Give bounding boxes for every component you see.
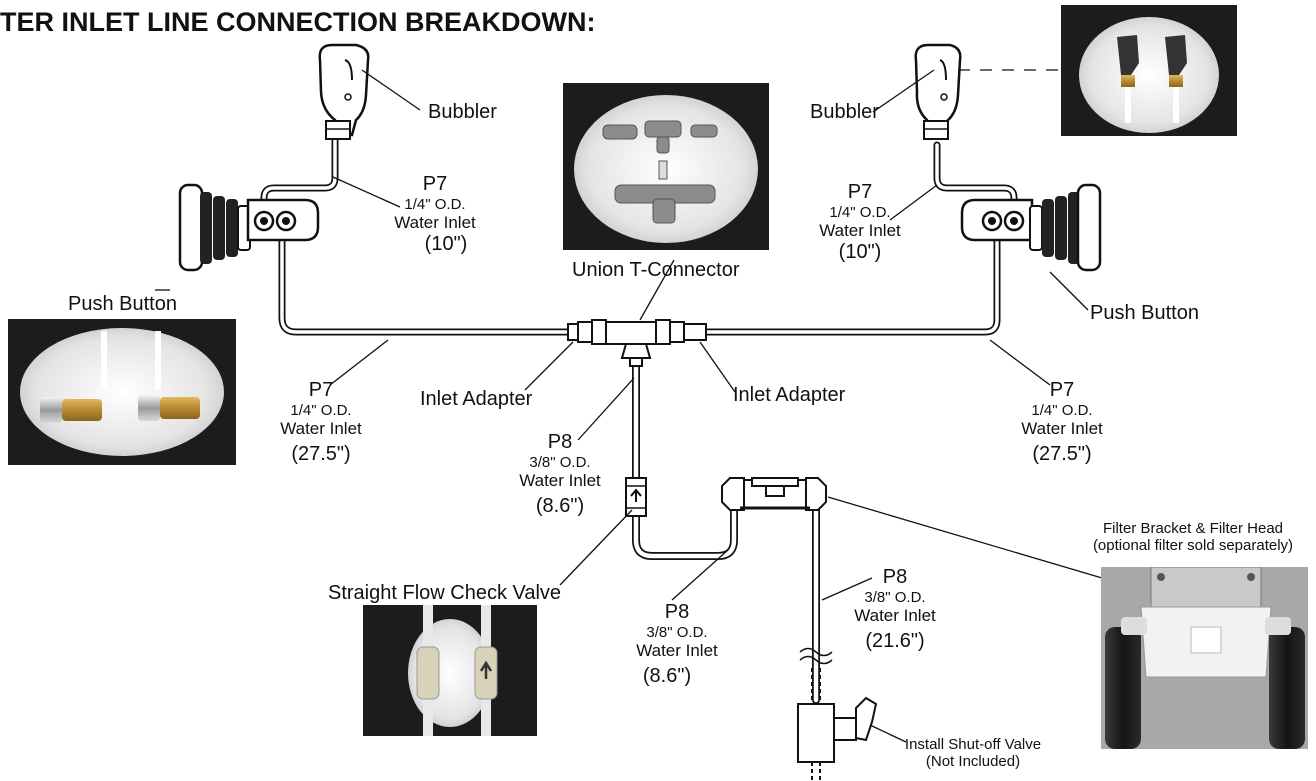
push-button-photo — [8, 319, 236, 465]
filter-bracket-label: Filter Bracket & Filter Head (optional f… — [1079, 520, 1307, 555]
page-title: TER INLET LINE CONNECTION BREAKDOWN: — [0, 7, 595, 38]
check-valve-photo — [363, 605, 537, 736]
pipe-label-p7-top-left: P7 1/4" O.D. Water Inlet (10") — [380, 173, 490, 256]
pipe-label-p8-right: P8 3/8" O.D. Water Inlet (21.6") — [840, 566, 950, 653]
bubbler-right-icon — [916, 45, 961, 139]
shutoff-valve-label: Install Shut-off Valve (Not Included) — [898, 736, 1048, 771]
pipe-label-p7-bottom-left: P7 1/4" O.D. Water Inlet (27.5") — [266, 379, 376, 466]
shutoff-valve-icon — [798, 668, 876, 781]
check-valve-label: Straight Flow Check Valve — [328, 582, 561, 605]
bubbler-left-label: Bubbler — [428, 101, 497, 124]
bubbler-photo — [1061, 5, 1237, 136]
inlet-adapter-right-label: Inlet Adapter — [733, 384, 845, 407]
push-button-right-icon — [962, 185, 1100, 270]
pipe-p8-lower — [636, 505, 734, 556]
filter-head-icon — [722, 478, 826, 510]
push-button-left-icon — [180, 185, 318, 270]
pipe-label-p7-bottom-right: P7 1/4" O.D. Water Inlet (27.5") — [1007, 379, 1117, 466]
filter-head-photo — [1101, 567, 1308, 749]
inlet-adapter-left-label: Inlet Adapter — [420, 388, 532, 411]
union-t-photo — [563, 83, 769, 250]
pipe-label-p8-lower: P8 3/8" O.D. Water Inlet (8.6") — [617, 601, 737, 688]
union-t-connector-icon — [568, 320, 706, 366]
pipe-label-p7-top-right: P7 1/4" O.D. Water Inlet (10") — [805, 181, 915, 264]
bubbler-left-icon — [320, 45, 369, 139]
push-button-right-label: Push Button — [1090, 302, 1199, 325]
union-t-label: Union T-Connector — [572, 259, 740, 282]
pipe-label-p8-vertical: P8 3/8" O.D. Water Inlet (8.6") — [505, 431, 615, 518]
push-button-left-label: Push Button — [68, 293, 177, 316]
bubbler-right-label: Bubbler — [810, 101, 879, 124]
check-valve-icon — [626, 478, 646, 516]
